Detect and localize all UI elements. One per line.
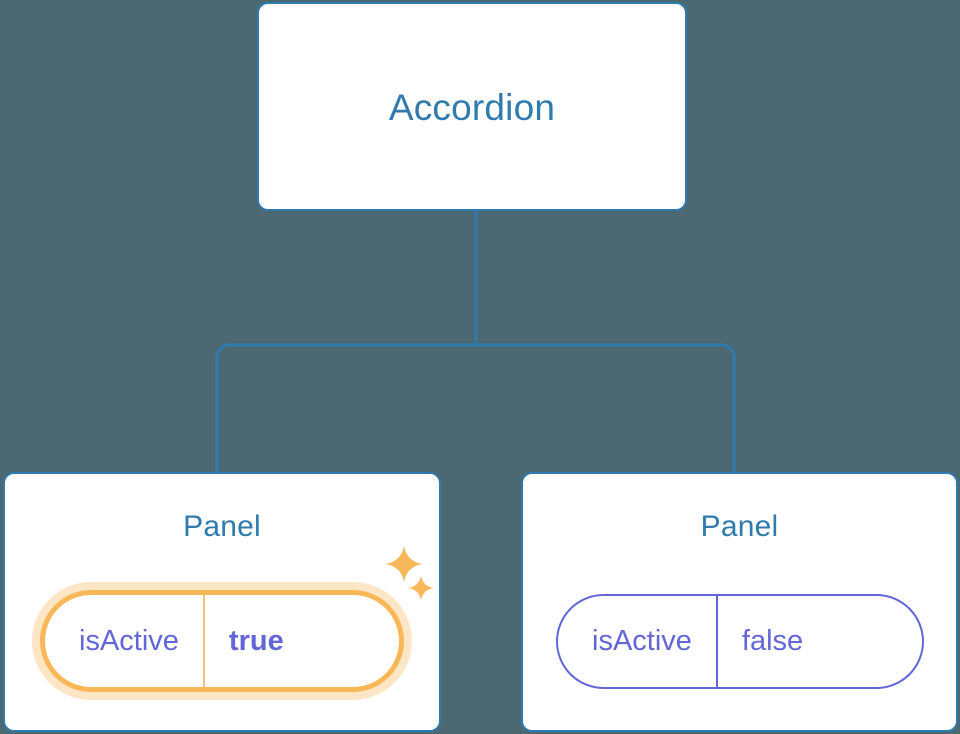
node-panel-inactive-title: Panel <box>700 510 779 543</box>
prop-key: isActive <box>79 624 179 657</box>
prop-value: false <box>715 596 837 687</box>
prop-pill-isactive-true[interactable]: isActive true <box>40 590 404 692</box>
node-panel-active-title: Panel <box>183 510 261 543</box>
node-accordion-title: Accordion <box>388 87 556 128</box>
node-accordion[interactable]: Accordion <box>257 2 687 211</box>
sparkle-icon <box>408 575 434 601</box>
prop-key: isActive <box>592 625 692 657</box>
sparkle-icon <box>385 545 423 583</box>
connector-branch-left <box>215 343 476 472</box>
connector-branch-right <box>476 343 736 472</box>
prop-value: true <box>202 595 318 687</box>
prop-pill-isactive-false[interactable]: isActive false <box>556 594 924 689</box>
